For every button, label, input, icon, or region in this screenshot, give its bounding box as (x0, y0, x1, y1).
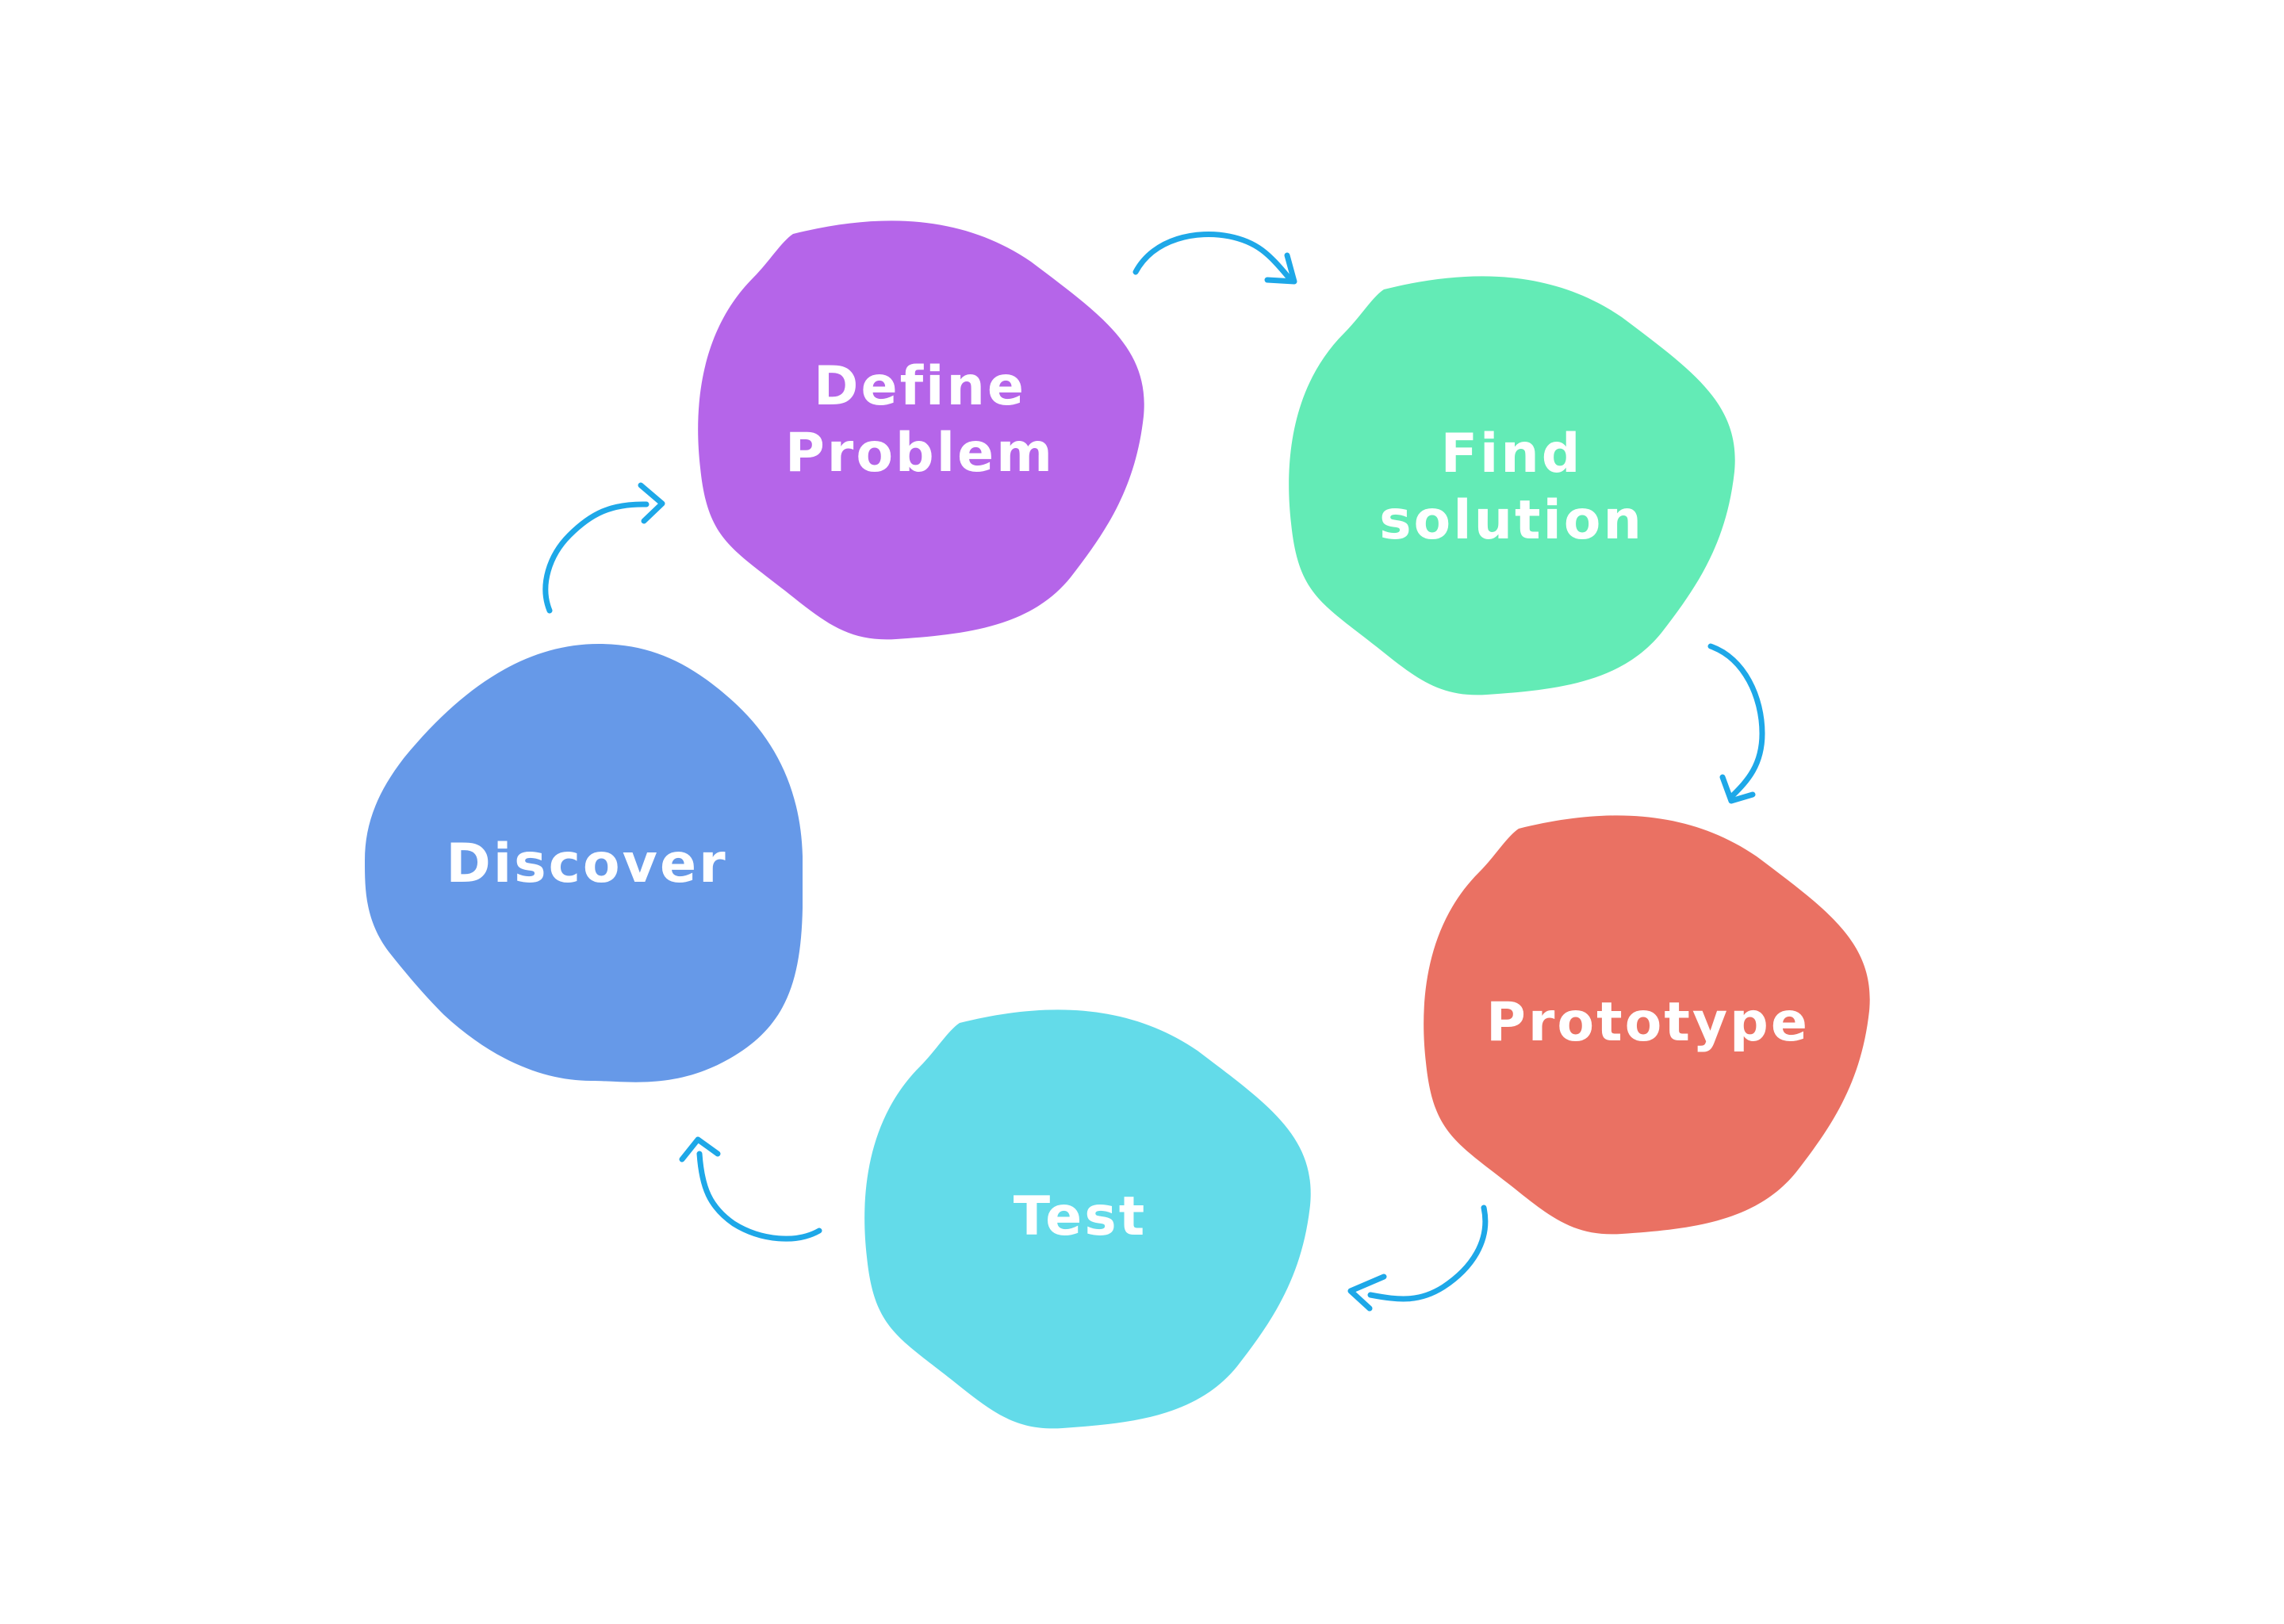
label-line: Prototype (1486, 991, 1810, 1054)
label-line: Find (1440, 423, 1583, 485)
label-line: solution (1379, 489, 1644, 552)
label-line: Define (814, 355, 1026, 418)
blob-prototype (1424, 815, 1870, 1235)
blob-test (864, 1009, 1311, 1429)
arrow-discover-to-define (542, 482, 665, 614)
label-line: Discover (446, 833, 728, 895)
arrow-define-to-find (1132, 232, 1297, 285)
blob-find-solution (1289, 276, 1735, 695)
label-test: Test (1014, 1184, 1147, 1251)
label-line: Problem (784, 422, 1056, 485)
blob-define-problem (698, 220, 1144, 640)
label-define-problem: Define Problem (785, 354, 1055, 487)
arrow-find-to-prototype (1707, 643, 1765, 804)
blob-discover (365, 644, 803, 1082)
arrow-test-to-discover (679, 1136, 822, 1242)
label-prototype: Prototype (1486, 990, 1810, 1056)
label-find-solution: Find solution (1379, 421, 1644, 554)
label-line: Test (1013, 1185, 1148, 1248)
label-discover: Discover (446, 831, 727, 898)
arrow-prototype-to-test (1347, 1205, 1489, 1312)
